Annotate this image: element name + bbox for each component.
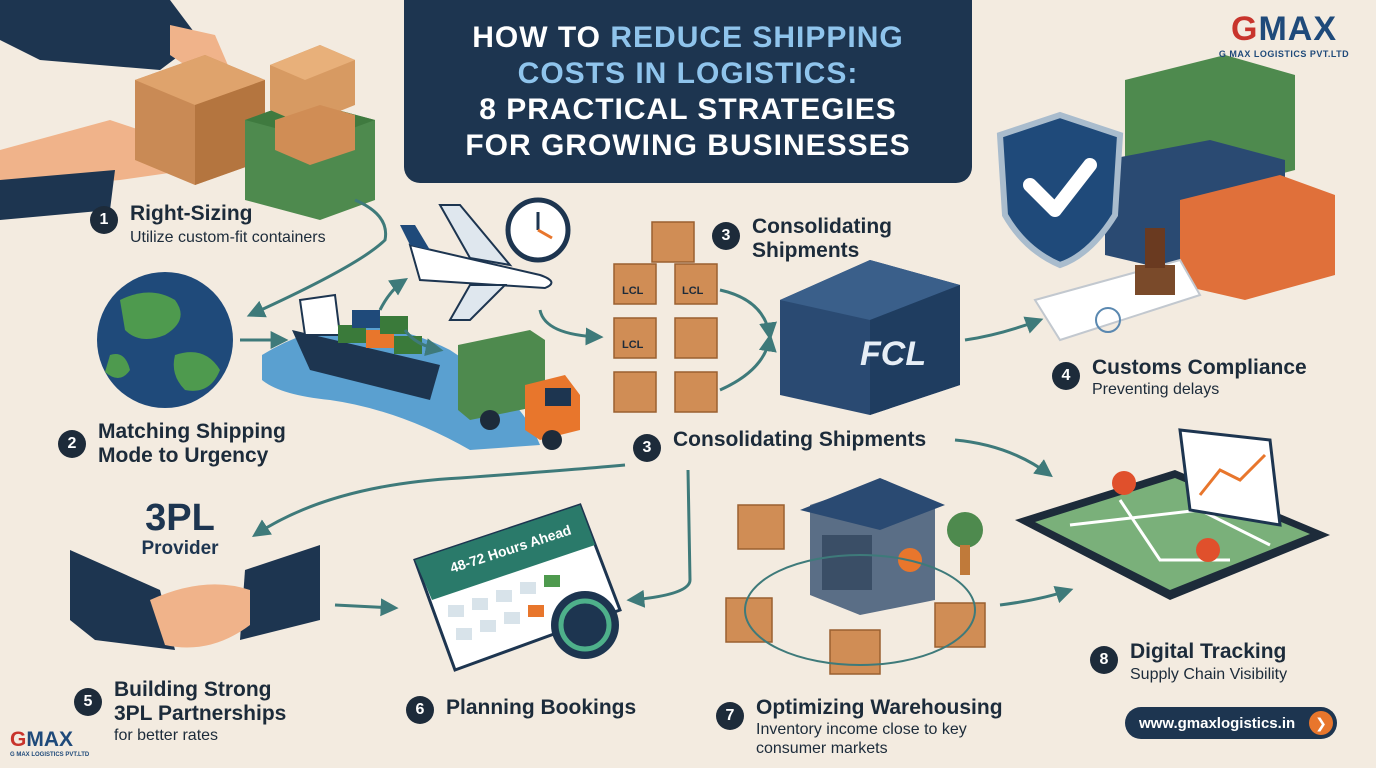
step-number-2: 2 bbox=[58, 430, 86, 458]
logo-bottom: GMAX G MAX LOGISTICS PVT.LTD bbox=[10, 728, 120, 758]
step-8-subtitle: Supply Chain Visibility bbox=[1130, 666, 1288, 683]
company-name: G MAX LOGISTICS PVT.LTD bbox=[1218, 49, 1350, 59]
lcl-boxes bbox=[613, 221, 718, 413]
stamp-icon bbox=[1033, 228, 1202, 342]
logo-top: GMAX G MAX LOGISTICS PVT.LTD bbox=[1210, 10, 1358, 59]
calendar-icon bbox=[413, 503, 622, 672]
3pl-provider-badge: 3PL Provider bbox=[141, 497, 219, 559]
globe-icon bbox=[97, 272, 233, 408]
title-banner: How to Reduce Shipping Costs in Logistic… bbox=[404, 0, 972, 183]
step-number-7: 7 bbox=[716, 702, 744, 730]
step-3-title-line-2: Shipments bbox=[752, 239, 860, 262]
title-line-1: How to Reduce Shipping bbox=[472, 20, 904, 54]
warehouse-boxes bbox=[725, 504, 986, 675]
step-5-title-line-2: 3PL Partnerships bbox=[114, 702, 287, 725]
boxes-icon bbox=[0, 0, 375, 220]
step-number-3: 3 bbox=[712, 222, 740, 250]
shield-check-icon bbox=[996, 111, 1124, 269]
step-7-subtitle-line-1: Inventory income close to key bbox=[756, 721, 967, 738]
step-7-subtitle-line-2: consumer markets bbox=[756, 740, 888, 757]
step-number-5: 5 bbox=[74, 688, 102, 716]
step-4-subtitle: Preventing delays bbox=[1092, 381, 1220, 398]
clock-icon bbox=[505, 197, 571, 263]
fcl-label: FCL bbox=[860, 335, 926, 373]
container-stack bbox=[1105, 55, 1335, 300]
lcl-label: LCL bbox=[622, 339, 644, 351]
cargo-ship-icon bbox=[292, 293, 440, 400]
lcl-label: LCL bbox=[682, 285, 704, 297]
flow-arrows bbox=[240, 198, 1074, 617]
title-line-3: 8 Practical Strategies bbox=[479, 92, 897, 126]
step-5-title-line-1: Building Strong bbox=[114, 678, 272, 701]
lcl-label: LCL bbox=[622, 285, 644, 297]
tablet-map-icon bbox=[1015, 428, 1330, 600]
step-5-subtitle: for better rates bbox=[114, 727, 219, 744]
step-1-subtitle: Utilize custom-fit containers bbox=[130, 229, 326, 246]
warehouse-icon bbox=[800, 478, 983, 615]
company-name: G MAX LOGISTICS PVT.LTD bbox=[10, 752, 90, 758]
title-line-4: for Growing Businesses bbox=[465, 128, 911, 162]
container-icon bbox=[780, 260, 960, 415]
step-8-title: Digital Tracking bbox=[1130, 640, 1287, 663]
arrow-right-icon: ❯ bbox=[1309, 711, 1333, 735]
website-url: www.gmaxlogistics.in bbox=[1139, 714, 1296, 732]
step-number-8: 8 bbox=[1090, 646, 1118, 674]
step-3-title-line-1: Consolidating bbox=[752, 215, 892, 238]
handshake-icon bbox=[70, 545, 320, 650]
step-2-title-line-2: Mode to Urgency bbox=[98, 444, 269, 467]
step-7-title: Optimizing Warehousing bbox=[756, 696, 1003, 719]
step-number-1: 1 bbox=[90, 206, 118, 234]
step-1-title: Right-Sizing bbox=[130, 202, 253, 225]
airplane-icon bbox=[400, 204, 553, 321]
step-4-title: Customs Compliance bbox=[1092, 356, 1307, 379]
title-line-2: Costs in Logistics: bbox=[517, 56, 859, 90]
step-number-3b: 3 bbox=[633, 434, 661, 462]
step-3b-title: Consolidating Shipments bbox=[673, 428, 927, 451]
truck-icon bbox=[458, 330, 580, 450]
step-2-title-line-1: Matching Shipping bbox=[98, 420, 286, 443]
step-number-6: 6 bbox=[406, 696, 434, 724]
step-number-4: 4 bbox=[1052, 362, 1080, 390]
step-6-title: Planning Bookings bbox=[446, 696, 637, 719]
website-link-button[interactable]: www.gmaxlogistics.in ❯ bbox=[1125, 707, 1337, 739]
